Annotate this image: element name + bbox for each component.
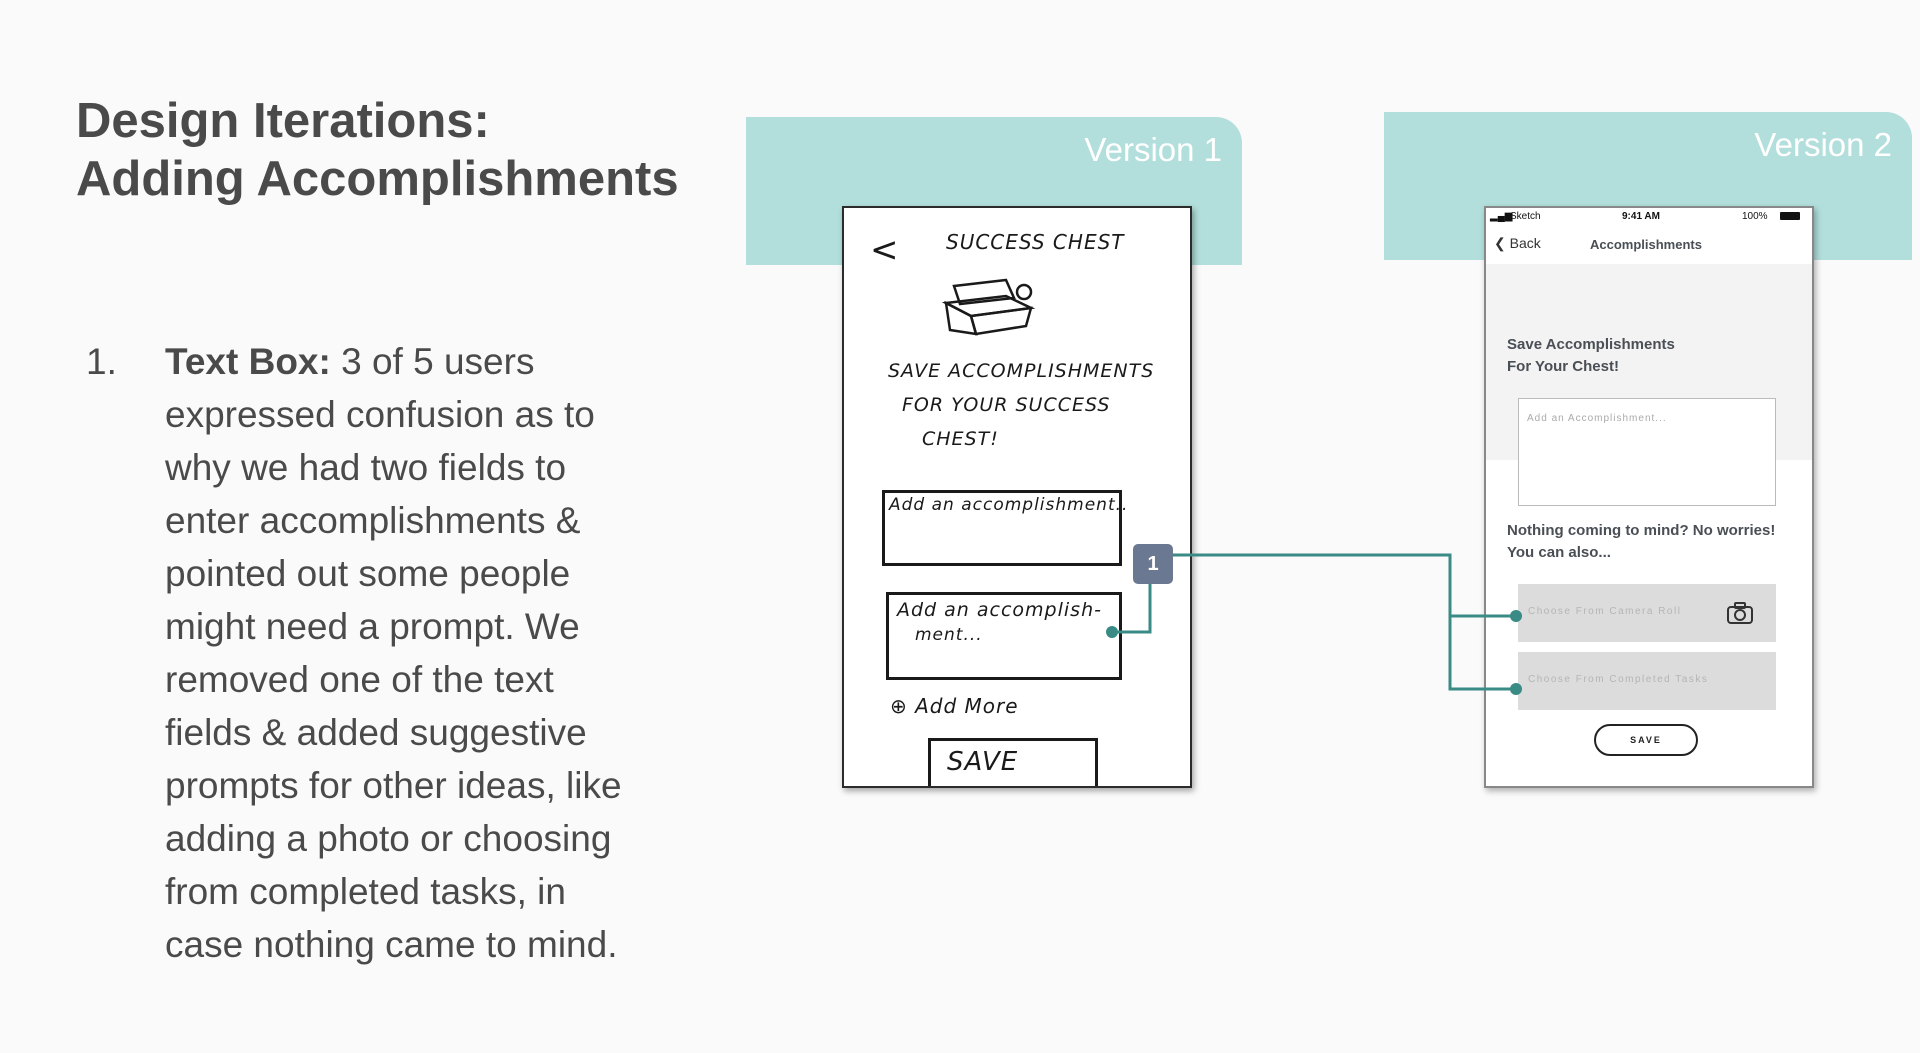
camera-roll-option[interactable]: Choose From Camera Roll: [1518, 584, 1776, 642]
sketch-header: SUCCESS CHEST: [946, 230, 1125, 254]
save-button[interactable]: SAVE: [1594, 724, 1698, 756]
connector-to-tasks: [1448, 616, 1516, 691]
battery-label: 100%: [1742, 211, 1768, 222]
version-2-phone: ▂▄▆ Sketch 9:41 AM 100% ❮ Back Accomplis…: [1484, 206, 1814, 788]
sketch-field-1-label: Add an accomplishment..: [889, 495, 1129, 515]
version-2-label: Version 2: [1754, 126, 1892, 163]
connector-dot-sketch: [1106, 626, 1118, 638]
title-line-1: Design Iterations:: [76, 94, 490, 148]
sketch-save-button: SAVE: [928, 738, 1098, 786]
back-label: Back: [1509, 235, 1541, 251]
sketch-field-2: Add an accomplish- ment...: [886, 592, 1122, 680]
form-heading-line-2: For Your Chest!: [1507, 358, 1619, 375]
version-1-sketch: < SUCCESS CHEST SAVE ACCOMPLISHMENTS FOR…: [842, 206, 1192, 788]
treasure-chest-icon: [941, 278, 1036, 336]
sketch-save-line-1: SAVE ACCOMPLISHMENTS: [888, 360, 1155, 382]
chevron-left-icon: ❮: [1494, 235, 1506, 251]
battery-icon: [1780, 212, 1800, 220]
form-heading-line-1: Save Accomplishments: [1507, 336, 1675, 353]
status-bar: ▂▄▆ Sketch 9:41 AM 100%: [1486, 208, 1812, 226]
sketch-field-2-line-2: ment...: [915, 625, 983, 645]
nav-title: Accomplishments: [1590, 237, 1702, 252]
prompt-line-2: You can also...: [1507, 544, 1611, 561]
back-button[interactable]: ❮ Back: [1494, 235, 1541, 252]
version-1-label: Version 1: [1084, 131, 1222, 168]
page-title: Design Iterations: Adding Accomplishment…: [76, 92, 679, 208]
prompt-text: Nothing coming to mind? No worries! You …: [1507, 520, 1807, 564]
title-line-2: Adding Accomplishments: [76, 152, 679, 206]
sketch-save-line-2: FOR YOUR SUCCESS: [902, 394, 1111, 416]
list-item-body: 3 of 5 users expressed confusion as to w…: [165, 341, 622, 965]
sketch-field-2-line-1: Add an accomplish-: [897, 599, 1102, 621]
connector-dot-tasks: [1510, 683, 1522, 695]
signal-icon: ▂▄▆: [1490, 211, 1513, 222]
callout-badge: 1: [1133, 544, 1173, 584]
prompt-line-1: Nothing coming to mind? No worries!: [1507, 522, 1776, 539]
camera-icon: [1727, 602, 1753, 624]
clock: 9:41 AM: [1622, 211, 1660, 222]
form-heading: Save Accomplishments For Your Chest!: [1507, 334, 1787, 378]
completed-tasks-label: Choose From Completed Tasks: [1528, 674, 1709, 685]
connector-to-camera: [1173, 553, 1516, 618]
list-item-text: Text Box: 3 of 5 users expressed confusi…: [165, 335, 635, 971]
list-number: 1.: [86, 341, 117, 382]
camera-roll-label: Choose From Camera Roll: [1528, 606, 1682, 617]
sketch-field-1: Add an accomplishment..: [882, 490, 1127, 566]
carrier-label: Sketch: [1510, 211, 1541, 222]
connector-to-sketch: [1112, 584, 1152, 634]
sketch-save-line-3: CHEST!: [922, 428, 999, 450]
sketch-save-label: SAVE: [947, 747, 1019, 777]
sketch-back-icon: <: [870, 230, 900, 270]
connector-dot-camera: [1510, 610, 1522, 622]
list-item-bold: Text Box:: [165, 341, 331, 382]
accomplishment-input[interactable]: Add an Accomplishment...: [1518, 398, 1776, 506]
completed-tasks-option[interactable]: Choose From Completed Tasks: [1518, 652, 1776, 710]
sketch-add-more: ⊕ Add More: [890, 694, 1019, 718]
